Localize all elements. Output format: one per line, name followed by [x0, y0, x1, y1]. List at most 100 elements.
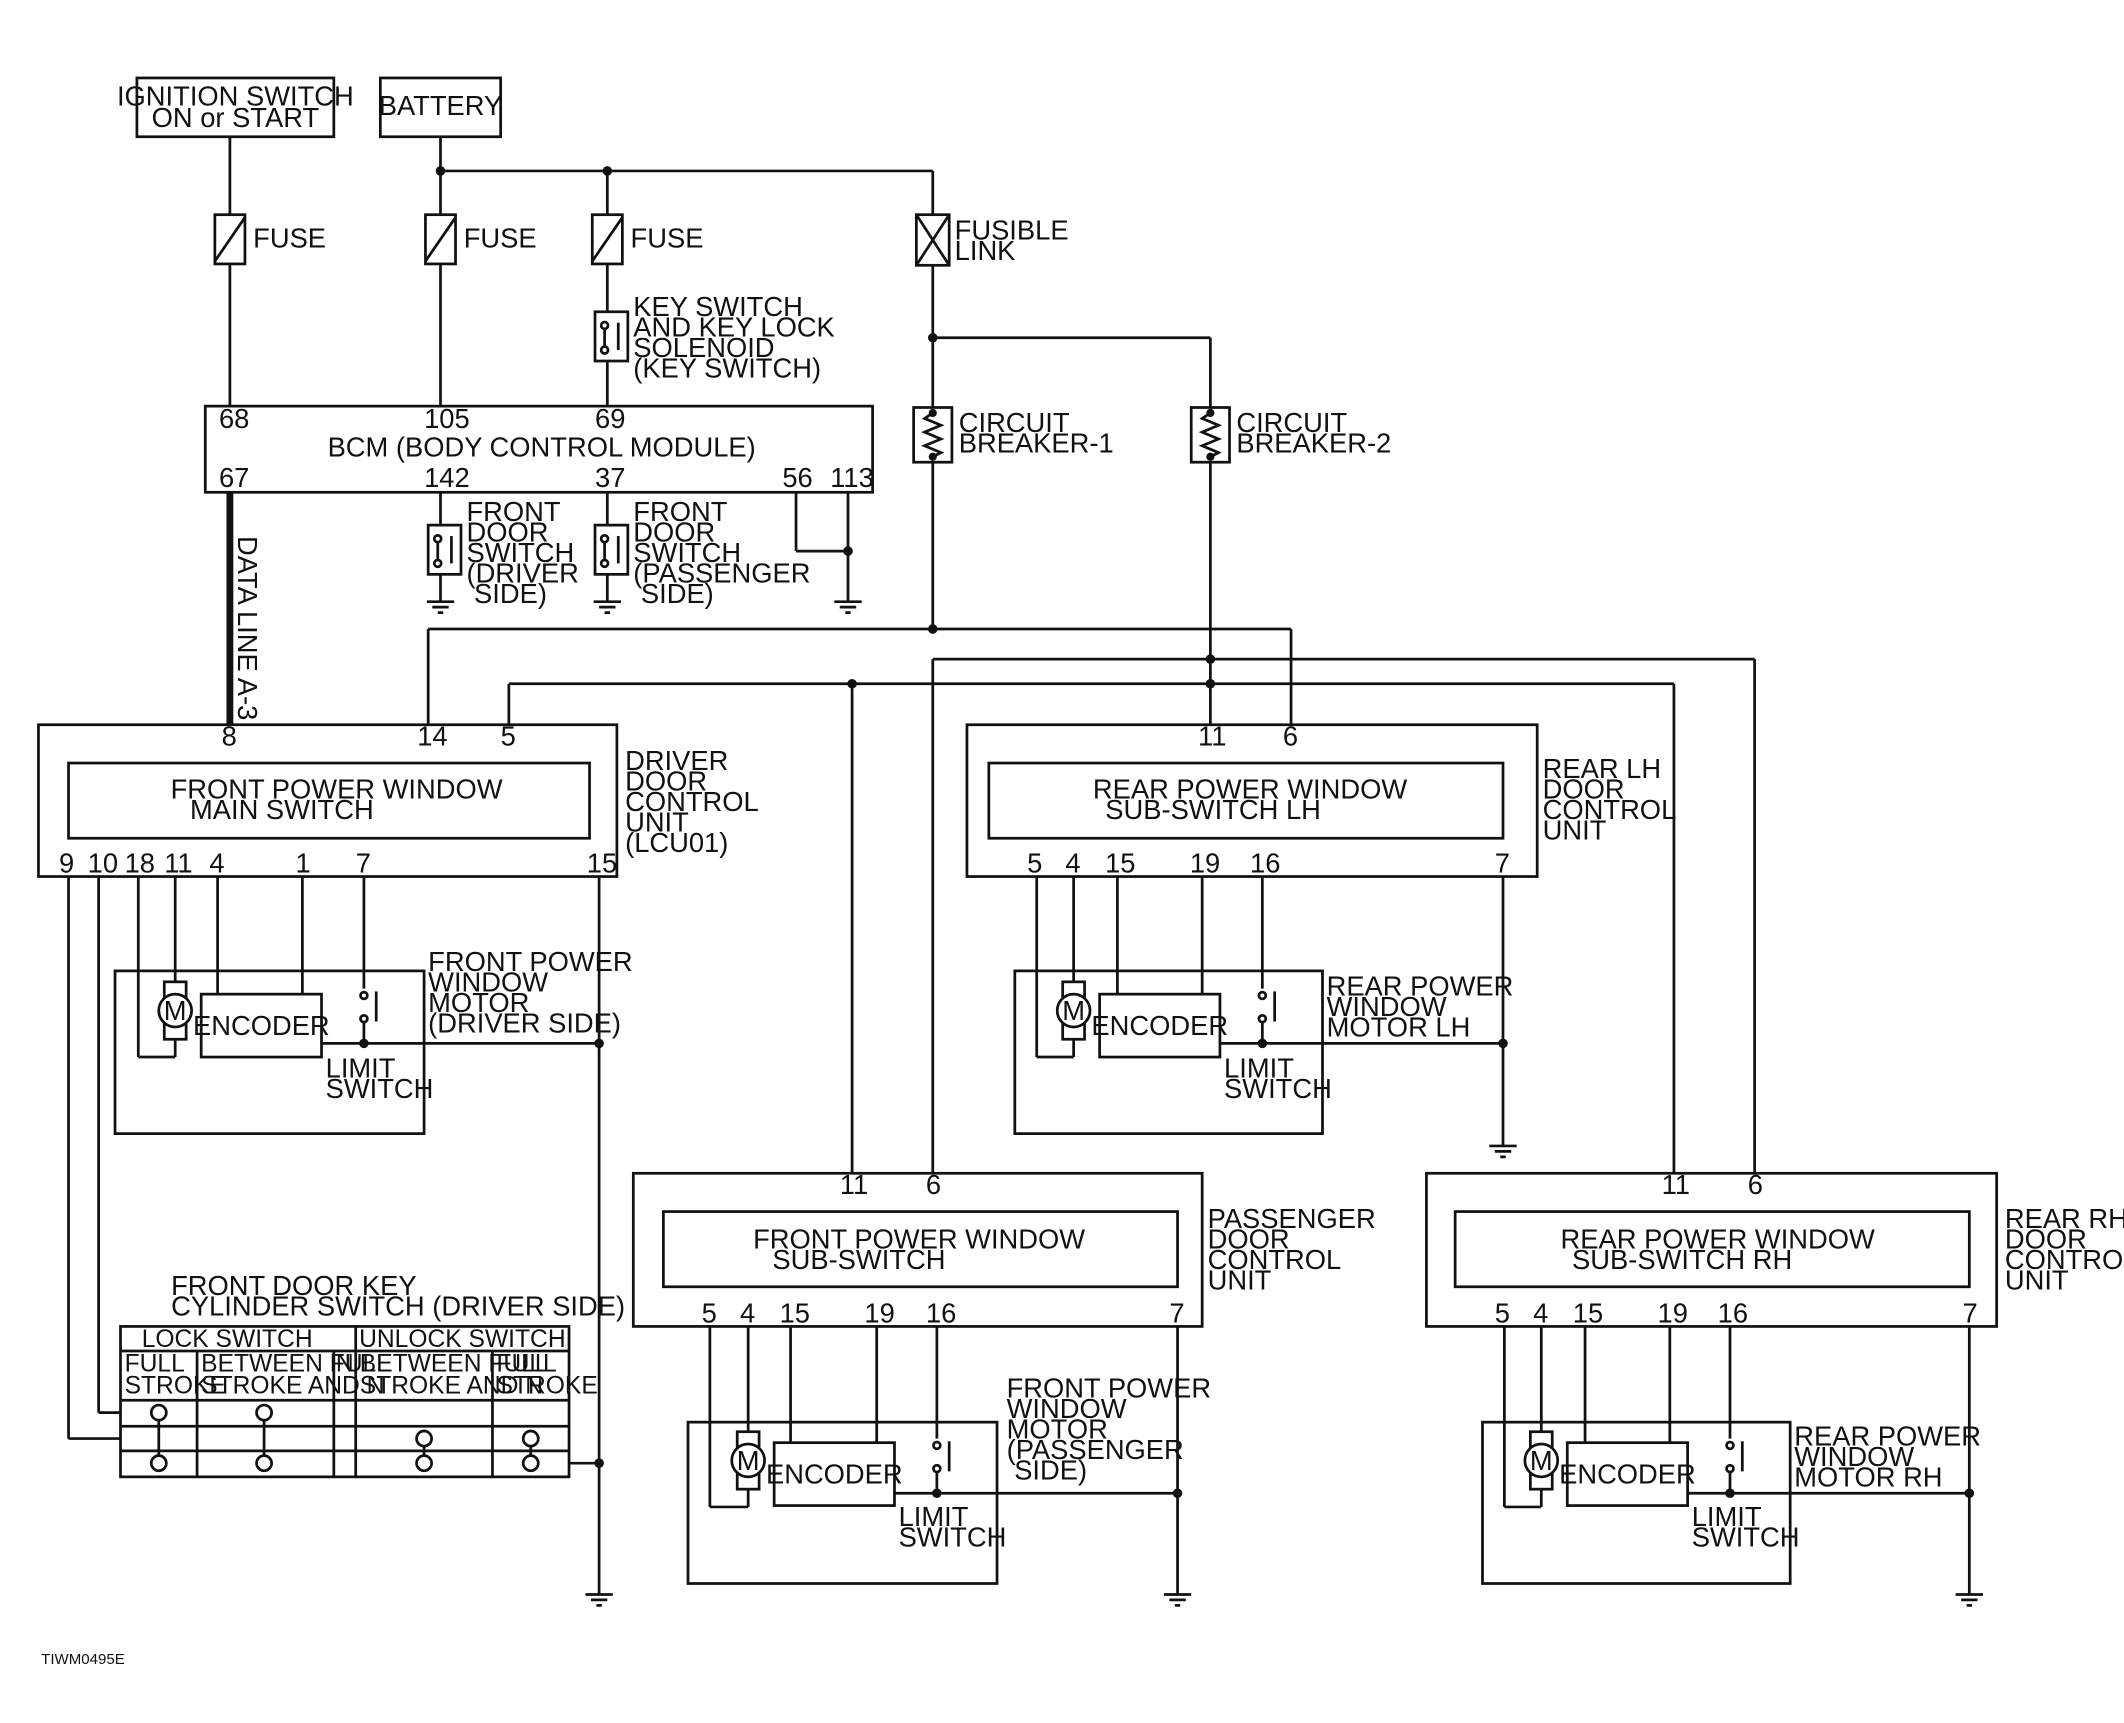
rear-rh-pin-5: 5: [1495, 1297, 1510, 1328]
rear-lh-motor-label-1: REAR POWER: [1327, 971, 1514, 1002]
driver-pin-5: 5: [501, 720, 516, 751]
pass-pin-6: 6: [926, 1169, 941, 1200]
rear-lh-limit-label-1: LIMIT: [1224, 1053, 1294, 1084]
passenger-door-control-unit: FRONT POWER WINDOW SUB-SWITCH 11 6 5 4 1…: [631, 1169, 1376, 1328]
rear-lh-unit-label-2: DOOR: [1543, 774, 1625, 805]
driver-pin-4: 4: [209, 847, 224, 878]
fds-driver-label-3: SWITCH: [466, 537, 574, 568]
rear-lh-sub-label-1: REAR POWER WINDOW: [1093, 774, 1407, 805]
data-line-label: DATA LINE A-3: [232, 536, 263, 720]
driver-limit-label-2: SWITCH: [326, 1073, 434, 1104]
rear-lh-unit-label-3: CONTROL: [1543, 794, 1677, 825]
pass-pin-5: 5: [702, 1297, 717, 1328]
unlock-switch-label: UNLOCK SWITCH: [359, 1326, 565, 1353]
rear-rh-limit-label-1: LIMIT: [1692, 1501, 1762, 1532]
rear-lh-unit-label-4: UNIT: [1543, 815, 1607, 846]
bcm-ground-wiring: [794, 492, 862, 614]
rear-lh-pin-11: 11: [1198, 720, 1226, 751]
driver-motor-label-3: MOTOR: [428, 987, 529, 1018]
driver-pin-18: 18: [125, 847, 155, 878]
fusible-link-label-2: LINK: [955, 235, 1016, 266]
fds-pass-label-2: DOOR: [633, 517, 715, 548]
rear-lh-pin-6: 6: [1283, 720, 1298, 751]
driver-pin-14: 14: [417, 720, 447, 751]
driver-limit-label-1: LIMIT: [326, 1053, 396, 1084]
front-door-key-cylinder-switch: FRONT DOOR KEY CYLINDER SWITCH (DRIVER S…: [67, 876, 625, 1479]
rear-rh-encoder-label: ENCODER: [1559, 1459, 1696, 1490]
driver-pin-8: 8: [222, 720, 237, 751]
driver-encoder-label: ENCODER: [193, 1010, 330, 1041]
fds-driver-label-5: SIDE): [466, 578, 546, 609]
pass-motor-label-5: SIDE): [1007, 1455, 1087, 1486]
rear-lh-sub-label-2: SUB-SWITCH LH: [1105, 794, 1321, 825]
pass-motor-label-2: WINDOW: [1007, 1393, 1127, 1424]
cb1-label-1: CIRCUIT: [959, 407, 1070, 438]
bcm-pin-37: 37: [595, 462, 625, 493]
fds-pass-label-5: SIDE): [633, 578, 713, 609]
rear-rh-sub-label-2: SUB-SWITCH RH: [1572, 1244, 1792, 1275]
cb2-label-2: BREAKER-2: [1236, 428, 1391, 459]
bcm-pin-69: 69: [595, 403, 625, 434]
fds-pass-label-4: (PASSENGER: [633, 558, 810, 589]
fusible-link: FUSIBLE LINK: [914, 213, 1212, 408]
pass-encoder-label: ENCODER: [766, 1459, 903, 1490]
key-switch-label-1: KEY SWITCH: [633, 291, 803, 322]
driver-pin-7: 7: [356, 847, 371, 878]
circuit-breaker-2: CIRCUIT BREAKER-2: [1189, 406, 1391, 725]
lock-between-label-1: BETWEEN FULL: [201, 1351, 390, 1378]
pass-motor-label-3: MOTOR: [1007, 1414, 1108, 1445]
bcm-pin-68: 68: [219, 403, 249, 434]
battery-bus: [435, 136, 935, 215]
main-switch-label-1: FRONT POWER WINDOW: [171, 774, 503, 805]
rear-power-window-motor-lh: M ENCODER LIMIT SWITCH REAR POWER WINDOW…: [1013, 876, 1517, 1159]
bcm-pin-105: 105: [424, 403, 470, 434]
driver-motor-label-4: (DRIVER SIDE): [428, 1007, 621, 1038]
driver-unit-label-4: UNIT: [625, 806, 689, 837]
unlock-between-label-2: STROKE AND N: [360, 1372, 543, 1399]
driver-pin-9: 9: [59, 847, 74, 878]
rear-lh-limit-label-2: SWITCH: [1224, 1073, 1332, 1104]
driver-pin-1: 1: [296, 847, 311, 878]
rear-rh-sub-label-1: REAR POWER WINDOW: [1561, 1223, 1875, 1254]
fuse-battery-1: FUSE: [424, 170, 537, 407]
rear-lh-pin-15: 15: [1105, 847, 1135, 878]
rear-lh-door-control-unit: REAR POWER WINDOW SUB-SWITCH LH 11 6 5 4…: [965, 720, 1677, 878]
driver-pin-10: 10: [88, 847, 118, 878]
unlock-full-label-1: FULL: [497, 1351, 557, 1378]
figure-id: TIWM0495E: [41, 1651, 125, 1668]
rear-rh-motor-label-3: MOTOR RH: [1794, 1461, 1942, 1492]
n-label: N: [336, 1351, 354, 1378]
rear-rh-pin-19: 19: [1658, 1297, 1688, 1328]
rear-rh-limit-label-2: SWITCH: [1692, 1522, 1800, 1553]
rear-lh-unit-label-1: REAR LH: [1543, 753, 1661, 784]
rear-rh-pin-16: 16: [1718, 1297, 1748, 1328]
driver-unit-label-2: DOOR: [625, 765, 707, 796]
rear-rh-unit-label-4: UNIT: [2005, 1265, 2069, 1296]
lock-between-label-2: STROKE AND N: [201, 1372, 384, 1399]
key-switch-label-4: (KEY SWITCH): [633, 352, 821, 383]
rear-lh-pin-16: 16: [1250, 847, 1280, 878]
key-switch: KEY SWITCH AND KEY LOCK SOLENOID (KEY SW…: [593, 291, 835, 407]
pass-pin-15: 15: [780, 1297, 810, 1328]
front-power-window-motor-driver: M ENCODER LIMIT SWITCH FRONT POWER WINDO…: [113, 876, 633, 1135]
pass-unit-label-2: DOOR: [1208, 1223, 1290, 1254]
distribution-wiring: [426, 624, 1756, 1174]
lock-full-label-2: STROKE: [125, 1372, 226, 1399]
pass-pin-16: 16: [926, 1297, 956, 1328]
rear-lh-motor-symbol: M: [1062, 995, 1085, 1026]
unlock-between-label-1: BETWEEN FULL: [360, 1351, 549, 1378]
pass-sub-label-2: SUB-SWITCH: [772, 1244, 945, 1275]
pass-limit-label-1: LIMIT: [899, 1501, 969, 1532]
rear-rh-pin-7: 7: [1962, 1297, 1977, 1328]
bcm: 68 105 69 BCM (BODY CONTROL MODULE) 67 1…: [203, 403, 874, 494]
driver-pin-15: 15: [587, 847, 617, 878]
bcm-label: BCM (BODY CONTROL MODULE): [328, 432, 756, 463]
pass-limit-label-2: SWITCH: [899, 1522, 1007, 1553]
pass-pin-19: 19: [864, 1297, 894, 1328]
driver-unit-label-5: (LCU01): [625, 827, 728, 858]
pass-unit-label-1: PASSENGER: [1208, 1203, 1376, 1234]
lock-full-label-1: FULL: [125, 1351, 185, 1378]
rear-rh-pin-11: 11: [1662, 1169, 1690, 1200]
pass-pin-11: 11: [840, 1169, 868, 1200]
